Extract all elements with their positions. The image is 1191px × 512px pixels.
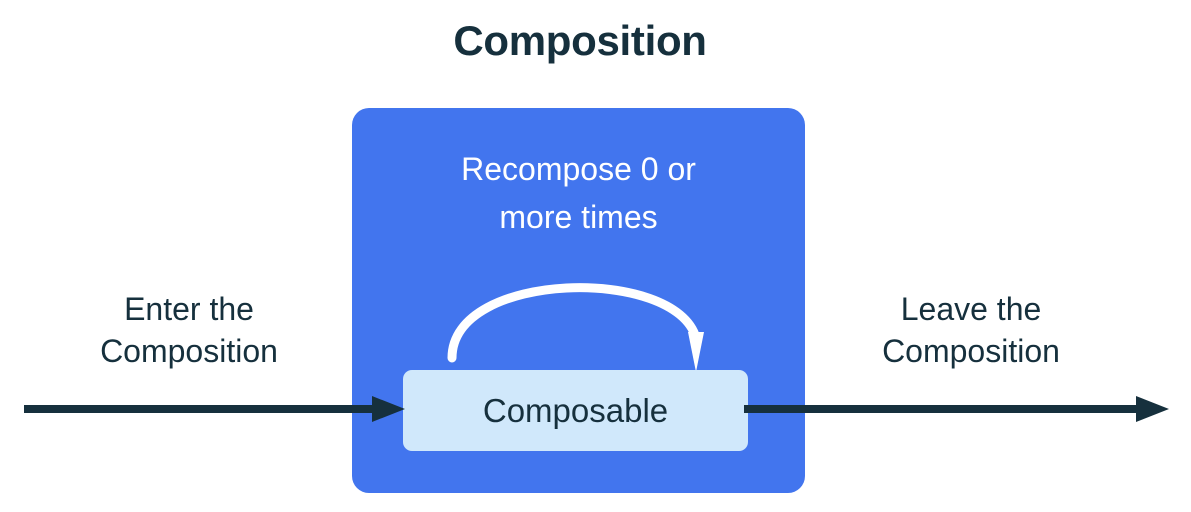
enter-composition-label: Enter the Composition	[100, 291, 278, 369]
leave-composition-label: Leave the Composition	[882, 291, 1060, 369]
enter-composition-arrow-icon	[24, 392, 406, 426]
recompose-label: Recompose 0 or more times	[461, 151, 696, 235]
composable-box: Composable	[403, 370, 748, 451]
leave-composition-arrow-icon	[744, 392, 1170, 426]
composable-label: Composable	[482, 391, 669, 429]
recompose-loop-arrow-icon	[430, 240, 730, 380]
page-title: Composition	[453, 17, 707, 64]
